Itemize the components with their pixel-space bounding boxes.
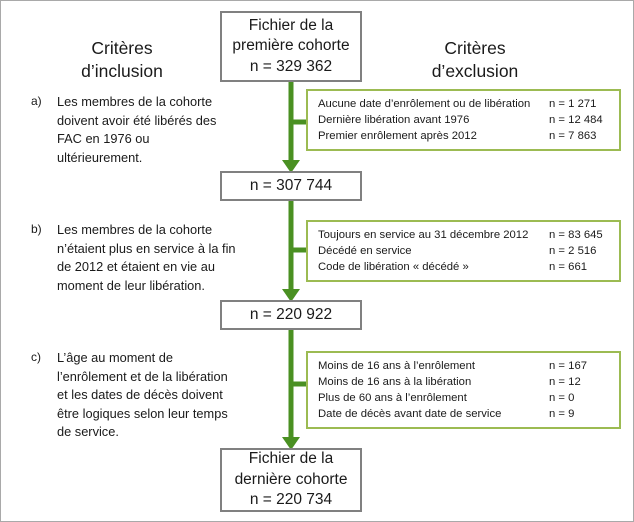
criterion-a-text: Les membres de la cohorte doivent avoir … — [57, 94, 217, 165]
exclusion-row: Dernière libération avant 1976 n = 12 48… — [318, 112, 611, 128]
inclusion-heading-line1: Critères — [91, 38, 153, 58]
criterion-c-text: L’âge au moment de l’enrôlement et de la… — [57, 350, 228, 440]
inclusion-criterion-a: a) Les membres de la cohorte doivent avo… — [31, 93, 231, 167]
exclusion-label: Moins de 16 ans à la libération — [318, 376, 472, 389]
exclusion-count: n = 2 516 — [549, 245, 597, 258]
exclusion-row: Premier enrôlement après 2012 n = 7 863 — [318, 128, 611, 144]
exclusion-label: Moins de 16 ans à l’enrôlement — [318, 360, 475, 372]
exclusion-count: n = 7 863 — [549, 130, 597, 143]
inclusion-criterion-b: b) Les membres de la cohorte n’étaient p… — [31, 221, 236, 295]
exclusion-count: n = 9 — [549, 408, 575, 421]
exclusion-count: n = 0 — [549, 392, 575, 405]
inclusion-heading-line2: d’inclusion — [81, 60, 163, 81]
exclusion-heading-line1: Critères — [444, 38, 506, 58]
last-cohort-line1: Fichier de la — [248, 450, 334, 468]
step1-count-box: n = 307 744 — [220, 171, 362, 201]
criterion-c-marker: c) — [31, 350, 41, 364]
last-cohort-box: Fichier de la dernière cohorte n = 220 7… — [220, 448, 362, 512]
exclusion-row: Décédé en service n = 2 516 — [318, 243, 611, 259]
exclusion-box-2: Toujours en service au 31 décembre 2012 … — [306, 220, 621, 283]
exclusion-row: Aucune date d’enrôlement ou de libératio… — [318, 96, 611, 112]
exclusion-label: Aucune date d’enrôlement ou de libératio… — [318, 98, 531, 110]
exclusion-label: Date de décès avant date de service — [318, 408, 502, 421]
exclusion-criteria-heading: Critères d’exclusion — [385, 37, 565, 83]
last-cohort-line2: dernière cohorte — [234, 470, 348, 488]
criterion-a-marker: a) — [31, 94, 42, 108]
first-cohort-line2: première cohorte — [232, 37, 350, 55]
exclusion-row: Toujours en service au 31 décembre 2012 … — [318, 227, 611, 243]
exclusion-count: n = 1 271 — [549, 98, 597, 110]
exclusion-row: Date de décès avant date de service n = … — [318, 406, 611, 422]
first-cohort-box: Fichier de la première cohorte n = 329 3… — [220, 11, 362, 82]
exclusion-count: n = 83 645 — [549, 229, 603, 241]
inclusion-criteria-heading: Critères d’inclusion — [37, 37, 207, 83]
exclusion-heading-line2: d’exclusion — [431, 60, 519, 81]
exclusion-row: Moins de 16 ans à l’enrôlement n = 167 — [318, 358, 611, 374]
exclusion-label: Toujours en service au 31 décembre 2012 — [318, 229, 529, 241]
criterion-b-text: Les membres de la cohorte n’étaient plus… — [57, 222, 236, 293]
exclusion-box-3: Moins de 16 ans à l’enrôlement n = 167 M… — [306, 351, 621, 430]
exclusion-label: Dernière libération avant 1976 — [318, 114, 470, 127]
step2-count-box: n = 220 922 — [220, 300, 362, 330]
exclusion-label: Code de libération « décédé » — [318, 261, 469, 274]
exclusion-row: Code de libération « décédé » n = 661 — [318, 259, 611, 275]
exclusion-label: Premier enrôlement après 2012 — [318, 130, 477, 143]
exclusion-row: Plus de 60 ans à l’enrôlement n = 0 — [318, 390, 611, 406]
exclusion-row: Moins de 16 ans à la libération n = 12 — [318, 374, 611, 390]
step1-count: n = 307 744 — [249, 176, 333, 194]
inclusion-criterion-c: c) L’âge au moment de l’enrôlement et de… — [31, 349, 231, 442]
first-cohort-line1: Fichier de la — [248, 16, 334, 34]
exclusion-count: n = 661 — [549, 261, 588, 274]
exclusion-count: n = 167 — [549, 360, 588, 372]
last-cohort-count: n = 220 734 — [249, 491, 333, 509]
first-cohort-count: n = 329 362 — [249, 57, 333, 75]
exclusion-label: Plus de 60 ans à l’enrôlement — [318, 392, 467, 405]
step2-count: n = 220 922 — [249, 305, 333, 323]
exclusion-label: Décédé en service — [318, 245, 412, 258]
exclusion-count: n = 12 — [549, 376, 581, 389]
exclusion-box-1: Aucune date d’enrôlement ou de libératio… — [306, 89, 621, 152]
exclusion-count: n = 12 484 — [549, 114, 603, 127]
criterion-b-marker: b) — [31, 222, 42, 236]
